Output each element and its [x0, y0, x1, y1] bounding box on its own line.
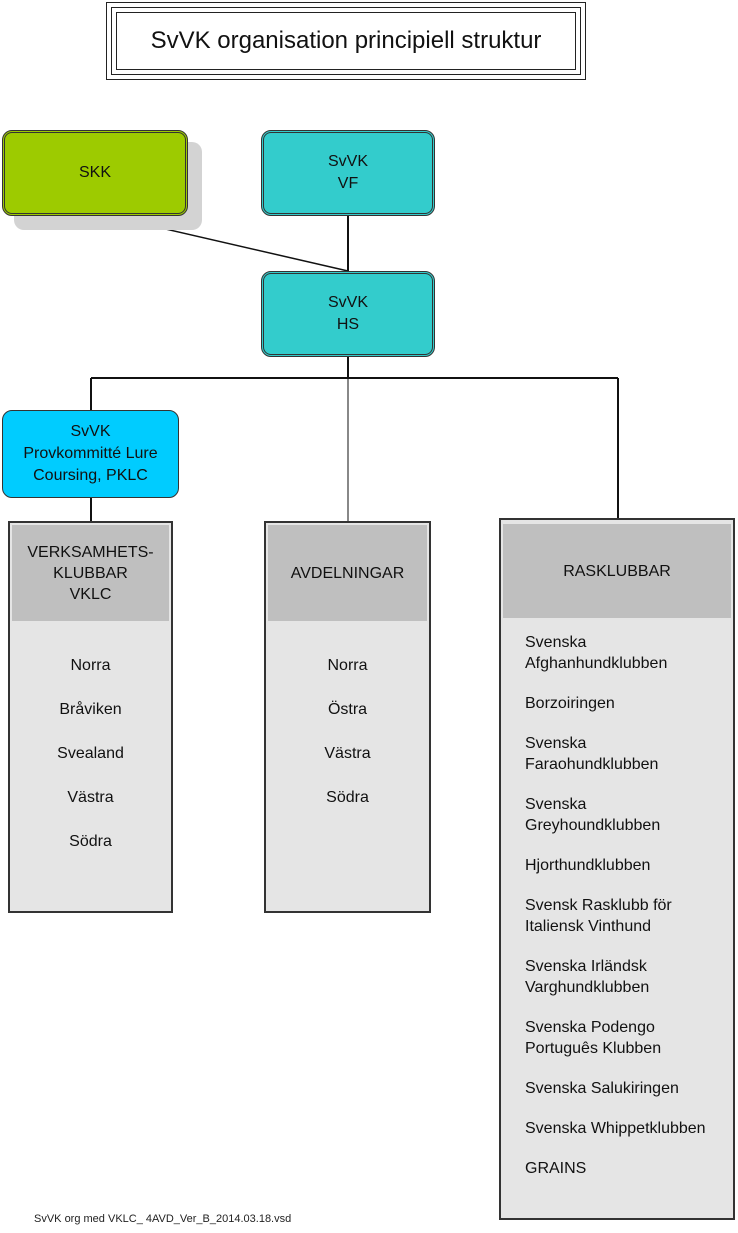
column-rasklubbar-header-label: RASKLUBBAR — [563, 562, 671, 580]
list-item: Södra — [69, 833, 112, 850]
list-item: Svenska Salukiringen — [525, 1080, 679, 1097]
list-item: Södra — [326, 789, 369, 806]
column-vklc-list: Norra Bråviken Svealand Västra Södra — [10, 655, 171, 875]
list-item: Svenska Afghanhundklubben — [525, 634, 668, 672]
column-vklc-header: VERKSAMHETS- KLUBBAR VKLC — [12, 525, 169, 621]
column-rasklubbar-list: Svenska Afghanhundklubben Borzoiringen S… — [525, 632, 733, 1198]
node-svvk-vf: SvVK VF — [261, 130, 435, 216]
list-item: Norra — [70, 657, 111, 674]
column-avdelningar-header: AVDELNINGAR — [268, 525, 427, 621]
list-item: GRAINS — [525, 1160, 587, 1177]
node-svvk-hs: SvVK HS — [261, 271, 435, 357]
list-item: Svensk Rasklubb för Italiensk Vinthund — [525, 897, 672, 935]
column-vklc: VERKSAMHETS- KLUBBAR VKLC Norra Bråviken… — [8, 521, 173, 913]
list-item: Svealand — [57, 745, 124, 762]
node-pklc: SvVK Provkommitté Lure Coursing, PKLC — [2, 410, 179, 498]
list-item: Norra — [327, 657, 368, 674]
node-svvk-vf-label: SvVK VF — [327, 153, 368, 192]
list-item: Svenska Whippetklubben — [525, 1120, 706, 1137]
list-item: Svenska Faraohundklubben — [525, 735, 659, 773]
list-item: Borzoiringen — [525, 695, 615, 712]
list-item: Svenska Greyhoundklubben — [525, 796, 661, 834]
node-skk-label: SKK — [78, 164, 111, 181]
column-avdelningar: AVDELNINGAR Norra Östra Västra Södra — [264, 521, 431, 913]
file-name-footer: SvVK org med VKLC_ 4AVD_Ver_B_2014.03.18… — [34, 1213, 292, 1225]
column-avdelningar-list: Norra Östra Västra Södra — [266, 655, 429, 831]
list-item: Västra — [324, 745, 371, 762]
title-frame: SvVK organisation principiell struktur — [106, 2, 586, 80]
list-item: Hjorthundklubben — [525, 857, 651, 874]
node-svvk-hs-label: SvVK HS — [327, 294, 368, 333]
column-vklc-header-label: VERKSAMHETS- KLUBBAR VKLC — [27, 543, 154, 603]
column-rasklubbar-header: RASKLUBBAR — [503, 524, 731, 618]
list-item: Bråviken — [59, 701, 122, 718]
column-avdelningar-header-label: AVDELNINGAR — [290, 564, 405, 582]
diagram-title: SvVK organisation principiell struktur — [116, 12, 576, 70]
list-item: Svenska Podengo Português Klubben — [525, 1019, 662, 1057]
title-frame-middle — [111, 7, 581, 75]
list-item: Svenska Irländsk Varghundklubben — [525, 958, 650, 996]
node-skk: SKK — [2, 130, 188, 216]
node-pklc-label: SvVK Provkommitté Lure Coursing, PKLC — [23, 423, 158, 484]
list-item: Västra — [67, 789, 114, 806]
list-item: Östra — [327, 701, 368, 718]
column-rasklubbar: RASKLUBBAR Svenska Afghanhundklubben Bor… — [499, 518, 735, 1220]
